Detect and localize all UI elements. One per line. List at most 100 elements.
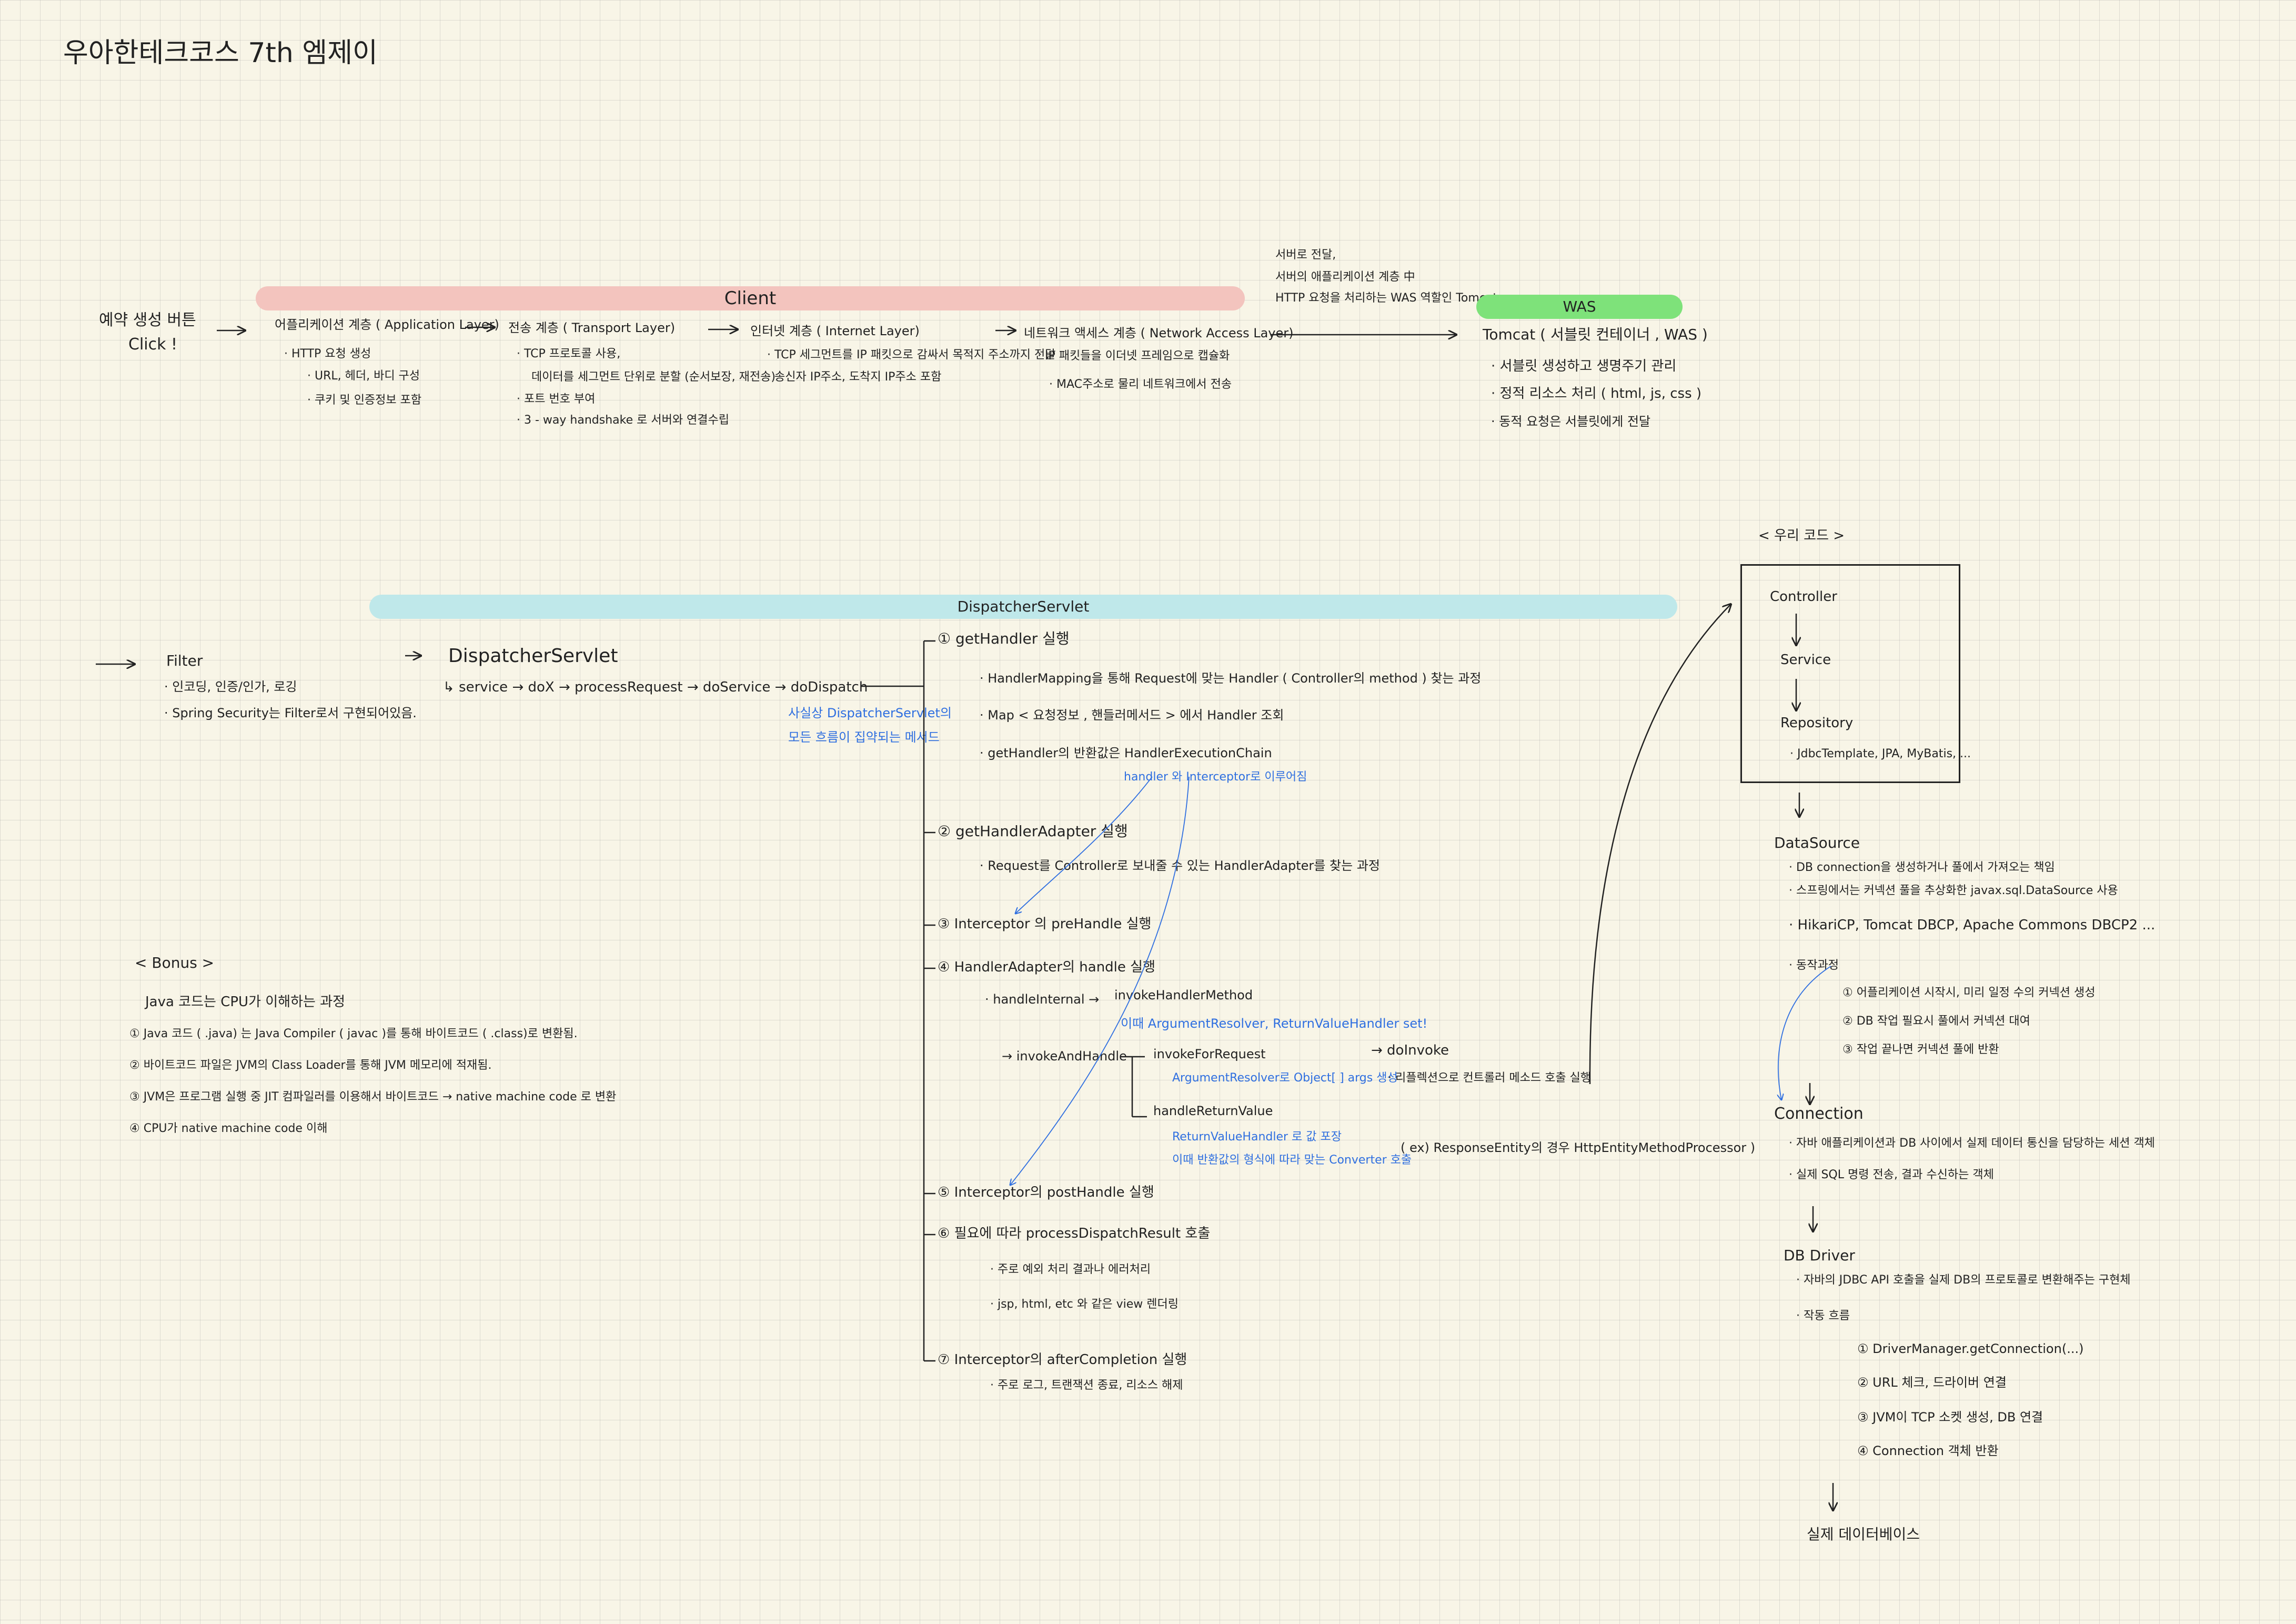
transport-layer-item: · TCP 프로토콜 사용, xyxy=(517,347,621,360)
page-title: 우아한테크코스 7th 엠제이 xyxy=(63,37,378,69)
dispatcher-band: DispatcherServlet xyxy=(369,595,1677,619)
was-item: · 서블릿 생성하고 생명주기 관리 xyxy=(1491,358,1677,374)
application-layer-item: · URL, 헤더, 바디 구성 xyxy=(307,369,420,383)
dispatcher-band-label: DispatcherServlet xyxy=(957,598,1090,615)
datasource-step: ③ 작업 끝나면 커넥션 풀에 반환 xyxy=(1842,1043,1999,1056)
db-driver-item: · 자바의 JDBC API 호출을 실제 DB의 프로토콜로 변환해주는 구현… xyxy=(1796,1274,2131,1287)
datasource-title: DataSource xyxy=(1774,834,1860,851)
blue-arrow-chain-to-posthandle xyxy=(1010,776,1190,1185)
db-driver-item: · 작동 흐름 xyxy=(1796,1309,1850,1322)
blue-arrow-to-connection xyxy=(1778,966,1831,1100)
database-node: 실제 데이터베이스 xyxy=(1807,1526,1920,1543)
bonus-label: < Bonus > xyxy=(135,954,215,971)
datasource-item: · 동작과정 xyxy=(1789,959,1839,972)
transfer-note: 서버의 애플리케이션 계층 中 xyxy=(1275,270,1415,284)
db-driver-step: ② URL 체크, 드라이버 연결 xyxy=(1857,1375,2007,1390)
handle-internal: · handleInternal → xyxy=(985,992,1100,1007)
response-entity-example: ( ex) ResponseEntity의 경우 HttpEntityMetho… xyxy=(1401,1140,1756,1155)
our-code-label: < 우리 코드 > xyxy=(1758,528,1845,544)
dispatch-chain: ↳ service → doX → processRequest → doSer… xyxy=(443,679,868,695)
was-item: · 정적 리소스 처리 ( html, js, css ) xyxy=(1491,386,1702,402)
tomcat-heading: Tomcat ( 서블릿 컨테이너 , WAS ) xyxy=(1483,326,1708,343)
bonus-title: Java 코드는 CPU가 이해하는 과정 xyxy=(145,994,346,1010)
step-handle: ④ HandlerAdapter의 handle 실행 xyxy=(938,959,1156,975)
step-post-handle: ⑤ Interceptor의 postHandle 실행 xyxy=(938,1185,1154,1200)
filter-title: Filter xyxy=(166,652,203,669)
transport-layer-item: · 3 - way handshake 로 서버와 연결수립 xyxy=(517,414,730,427)
controller-node: Controller xyxy=(1770,589,1837,605)
db-driver-step: ① DriverManager.getConnection(...) xyxy=(1857,1341,2084,1356)
invoke-and-handle: → invokeAndHandle xyxy=(1002,1049,1127,1064)
step-get-handler-item: · HandlerMapping을 통해 Request에 맞는 Handler… xyxy=(980,671,1482,686)
was-band-label: WAS xyxy=(1563,298,1596,315)
filter-item: · 인코딩, 인증/인가, 로깅 xyxy=(164,679,297,694)
datasource-item: · DB connection을 생성하거나 풀에서 가져오는 책임 xyxy=(1789,861,2055,874)
internet-layer-item: · 송신자 IP주소, 도착지 IP주소 포함 xyxy=(767,370,942,384)
bonus-item: ① Java 코드 ( .java) 는 Java Compiler ( jav… xyxy=(129,1027,578,1040)
step-after-completion: ⑦ Interceptor의 afterCompletion 실행 xyxy=(938,1352,1187,1368)
step-get-handler-adapter: ② getHandlerAdapter 실행 xyxy=(938,823,1128,840)
transport-layer-item: 데이터를 세그먼트 단위로 분할 (순서보장, 재전송) xyxy=(531,370,776,384)
network-access-layer-item: · MAC주소로 물리 네트워크에서 전송 xyxy=(1049,378,1232,391)
reservation-trigger-line1: 예약 생성 버튼 xyxy=(99,311,196,329)
connection-item: · 자바 애플리케이션과 DB 사이에서 실제 데이터 통신을 담당하는 세션 … xyxy=(1789,1137,2155,1150)
invoke-for-request: invokeForRequest xyxy=(1153,1047,1266,1061)
bonus-item: ③ JVM은 프로그램 실행 중 JIT 컴파일러를 이용해서 바이트코드 → … xyxy=(129,1090,617,1104)
reservation-trigger-line2: Click ! xyxy=(128,335,178,354)
datasource-item: · 스프링에서는 커넥션 풀을 추상화한 javax.sql.DataSourc… xyxy=(1789,884,2118,897)
client-band: Client xyxy=(256,286,1245,310)
step-process-dispatch-result-item: · 주로 예외 처리 결과나 에러처리 xyxy=(990,1263,1151,1276)
handler-execution-chain-note: handler 와 Interceptor로 이루어짐 xyxy=(1124,770,1307,784)
connection-title: Connection xyxy=(1774,1105,1864,1123)
datasource-step: ① 어플리케이션 시작시, 미리 일정 수의 커넥션 생성 xyxy=(1842,986,2096,999)
internet-layer-title: 인터넷 계층 ( Internet Layer) xyxy=(750,324,920,338)
dispatcher-heading: DispatcherServlet xyxy=(448,645,618,667)
invoke-handler-method: invokeHandlerMethod xyxy=(1114,988,1253,1003)
step-process-dispatch-result: ⑥ 필요에 따라 processDispatchResult 호출 xyxy=(938,1226,1211,1241)
step-after-completion-item: · 주로 로그, 트랜잭션 종료, 리소스 해제 xyxy=(990,1379,1183,1392)
repository-note: · JdbcTemplate, JPA, MyBatis, ... xyxy=(1790,747,1971,760)
step-get-handler-item: · Map < 요청정보 , 핸들러메서드 > 에서 Handler 조회 xyxy=(980,708,1284,723)
argument-resolver-note: ArgumentResolver로 Object[ ] args 생성 xyxy=(1172,1071,1398,1085)
db-driver-title: DB Driver xyxy=(1784,1247,1855,1264)
blue-arrow-chain-to-prehandle xyxy=(1015,776,1153,914)
step-get-handler-adapter-item: · Request를 Controller로 보내줄 수 있는 HandlerA… xyxy=(980,858,1380,873)
step-process-dispatch-result-item: · jsp, html, etc 와 같은 view 렌더링 xyxy=(990,1298,1179,1311)
application-layer-item: · HTTP 요청 생성 xyxy=(284,347,371,360)
network-access-layer-item: · IP 패킷들을 이더넷 프레임으로 캡슐화 xyxy=(1038,349,1230,363)
transfer-note: HTTP 요청을 처리하는 WAS 역할인 Tomcat xyxy=(1275,292,1498,305)
resolver-note: 이때 ArgumentResolver, ReturnValueHandler … xyxy=(1121,1016,1428,1031)
client-band-label: Client xyxy=(724,288,777,309)
application-layer-item: · 쿠키 및 인증정보 포함 xyxy=(307,394,422,407)
bonus-item: ④ CPU가 native machine code 이해 xyxy=(129,1122,328,1135)
transfer-note: 서버로 전달, xyxy=(1275,248,1336,262)
service-node: Service xyxy=(1780,652,1831,668)
return-value-note: ReturnValueHandler 로 값 포장 xyxy=(1172,1130,1342,1144)
transport-layer-item: · 포트 번호 부여 xyxy=(517,393,596,406)
filter-item: · Spring Security는 Filter로서 구현되어있음. xyxy=(164,706,417,720)
datasource-item: · HikariCP, Tomcat DBCP, Apache Commons … xyxy=(1789,917,2156,933)
step-get-handler: ① getHandler 실행 xyxy=(938,630,1070,647)
application-layer-title: 어플리케이션 계층 ( Application Layer) xyxy=(275,317,499,332)
do-dispatch-note: 모든 흐름이 집약되는 메서드 xyxy=(788,730,940,745)
bonus-item: ② 바이트코드 파일은 JVM의 Class Loader를 통해 JVM 메모… xyxy=(129,1059,492,1072)
our-code-box xyxy=(1740,564,1960,783)
was-band: WAS xyxy=(1476,295,1683,319)
network-access-layer-title: 네트워크 액세스 계층 ( Network Access Layer) xyxy=(1024,326,1294,340)
db-driver-step: ③ JVM이 TCP 소켓 생성, DB 연결 xyxy=(1857,1410,2043,1425)
step-get-handler-item: · getHandler의 반환값은 HandlerExecutionChain xyxy=(980,746,1272,760)
was-item: · 동적 요청은 서블릿에게 전달 xyxy=(1491,414,1651,429)
step-pre-handle: ③ Interceptor 의 preHandle 실행 xyxy=(938,916,1152,932)
datasource-step: ② DB 작업 필요시 풀에서 커넥션 대여 xyxy=(1842,1015,2030,1028)
db-driver-step: ④ Connection 객체 반환 xyxy=(1857,1443,1999,1458)
connection-item: · 실제 SQL 명령 전송, 결과 수신하는 객체 xyxy=(1789,1168,1994,1181)
converter-note: 이때 반환값의 형식에 따라 맞는 Converter 호출 xyxy=(1172,1154,1412,1167)
repository-node: Repository xyxy=(1780,715,1854,731)
handle-return-value: handleReturnValue xyxy=(1153,1104,1273,1118)
internet-layer-item: · TCP 세그먼트를 IP 패킷으로 감싸서 목적지 주소까지 전달 xyxy=(767,348,1056,362)
transport-layer-title: 전송 계층 ( Transport Layer) xyxy=(508,320,676,335)
do-invoke-note: · 리플렉션으로 컨트롤러 메소드 호출 실행 xyxy=(1388,1071,1592,1085)
arrow-to-controller xyxy=(1589,604,1731,1085)
do-invoke: → doInvoke xyxy=(1371,1042,1449,1058)
